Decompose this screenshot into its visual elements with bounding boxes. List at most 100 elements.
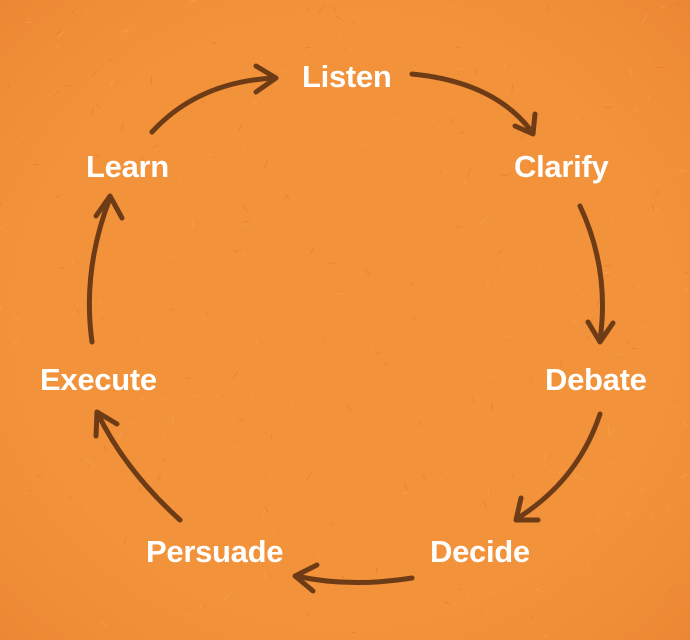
texture-fiber xyxy=(250,393,255,397)
texture-fiber xyxy=(136,337,139,340)
texture-fiber xyxy=(92,69,98,77)
texture-fiber xyxy=(607,426,611,436)
texture-fiber xyxy=(56,30,63,35)
texture-fiber xyxy=(140,396,144,401)
texture-fiber xyxy=(629,68,633,76)
texture-fiber xyxy=(25,21,32,24)
texture-fiber xyxy=(549,470,556,473)
texture-fiber xyxy=(523,417,527,421)
texture-fiber xyxy=(121,28,130,33)
texture-fiber xyxy=(374,350,382,355)
texture-fiber xyxy=(158,395,166,403)
texture-fiber xyxy=(402,491,411,494)
texture-fiber xyxy=(253,445,258,449)
texture-fiber xyxy=(586,561,590,570)
texture-fiber xyxy=(140,157,145,160)
texture-fiber xyxy=(345,404,352,412)
texture-fiber xyxy=(592,515,596,518)
texture-fiber xyxy=(303,46,310,49)
texture-fiber xyxy=(443,600,450,605)
texture-fiber xyxy=(359,142,367,149)
texture-fiber xyxy=(647,96,650,100)
texture-fiber xyxy=(546,5,549,11)
texture-fiber xyxy=(412,316,418,321)
texture-fiber xyxy=(232,370,238,379)
texture-fiber xyxy=(64,85,73,87)
texture-fiber xyxy=(639,488,645,493)
texture-fiber xyxy=(241,251,247,259)
texture-fiber xyxy=(380,15,384,20)
texture-fiber xyxy=(90,107,94,116)
texture-fiber xyxy=(283,70,290,75)
texture-fiber xyxy=(625,512,631,516)
texture-fiber xyxy=(162,458,166,463)
texture-fiber xyxy=(36,474,42,477)
texture-fiber xyxy=(68,495,73,500)
texture-fiber xyxy=(73,305,76,308)
texture-fiber xyxy=(409,280,415,286)
texture-fiber xyxy=(332,5,337,14)
texture-fiber xyxy=(471,397,475,403)
texture-fiber xyxy=(634,107,638,113)
texture-fiber xyxy=(206,312,208,316)
texture-fiber xyxy=(220,585,223,591)
arrow-persuade-to-execute xyxy=(93,409,183,523)
texture-fiber xyxy=(99,300,104,306)
texture-fiber xyxy=(535,588,543,593)
texture-fiber xyxy=(559,359,563,367)
texture-fiber xyxy=(616,363,620,366)
texture-fiber xyxy=(272,531,276,536)
texture-fiber xyxy=(595,276,598,279)
texture-fiber xyxy=(110,79,114,86)
texture-fiber xyxy=(485,612,490,616)
texture-fiber xyxy=(457,587,462,591)
texture-fiber xyxy=(364,269,371,276)
arrow-execute-to-learn xyxy=(86,193,125,345)
texture-fiber xyxy=(666,509,671,512)
texture-fiber xyxy=(150,75,153,85)
texture-fiber xyxy=(161,429,166,436)
texture-fiber xyxy=(171,415,174,425)
texture-fiber xyxy=(118,431,122,439)
texture-fiber xyxy=(321,233,325,236)
texture-fiber xyxy=(0,306,3,310)
texture-fiber xyxy=(84,458,93,464)
texture-fiber xyxy=(609,429,615,436)
texture-fiber xyxy=(258,94,262,99)
texture-fiber xyxy=(529,379,533,383)
texture-fiber xyxy=(71,9,77,17)
texture-fiber xyxy=(114,94,118,99)
texture-fiber xyxy=(176,396,179,399)
texture-fiber xyxy=(606,274,610,277)
texture-fiber xyxy=(359,622,362,626)
texture-fiber xyxy=(438,476,444,483)
texture-fiber xyxy=(506,335,513,338)
texture-fiber xyxy=(574,288,579,291)
texture-fiber xyxy=(614,353,622,356)
texture-fiber xyxy=(542,634,548,639)
texture-fiber xyxy=(503,62,506,70)
texture-fiber xyxy=(7,82,11,89)
texture-fiber xyxy=(170,308,174,311)
texture-fiber xyxy=(213,393,220,397)
texture-fiber xyxy=(317,553,323,558)
texture-fiber xyxy=(653,207,660,211)
texture-fiber xyxy=(95,104,101,109)
texture-fiber xyxy=(334,15,342,20)
texture-fiber xyxy=(572,320,579,327)
texture-fiber xyxy=(207,154,214,156)
texture-fiber xyxy=(305,8,311,11)
texture-fiber xyxy=(681,473,688,479)
texture-fiber xyxy=(232,249,238,253)
texture-fiber xyxy=(285,194,290,200)
texture-fiber xyxy=(192,220,194,228)
texture-fiber xyxy=(439,171,442,174)
texture-fiber xyxy=(590,318,593,324)
texture-fiber xyxy=(234,445,243,448)
texture-fiber xyxy=(0,227,6,231)
texture-fiber xyxy=(284,194,288,201)
texture-fiber xyxy=(675,2,682,8)
texture-fiber xyxy=(201,78,205,82)
